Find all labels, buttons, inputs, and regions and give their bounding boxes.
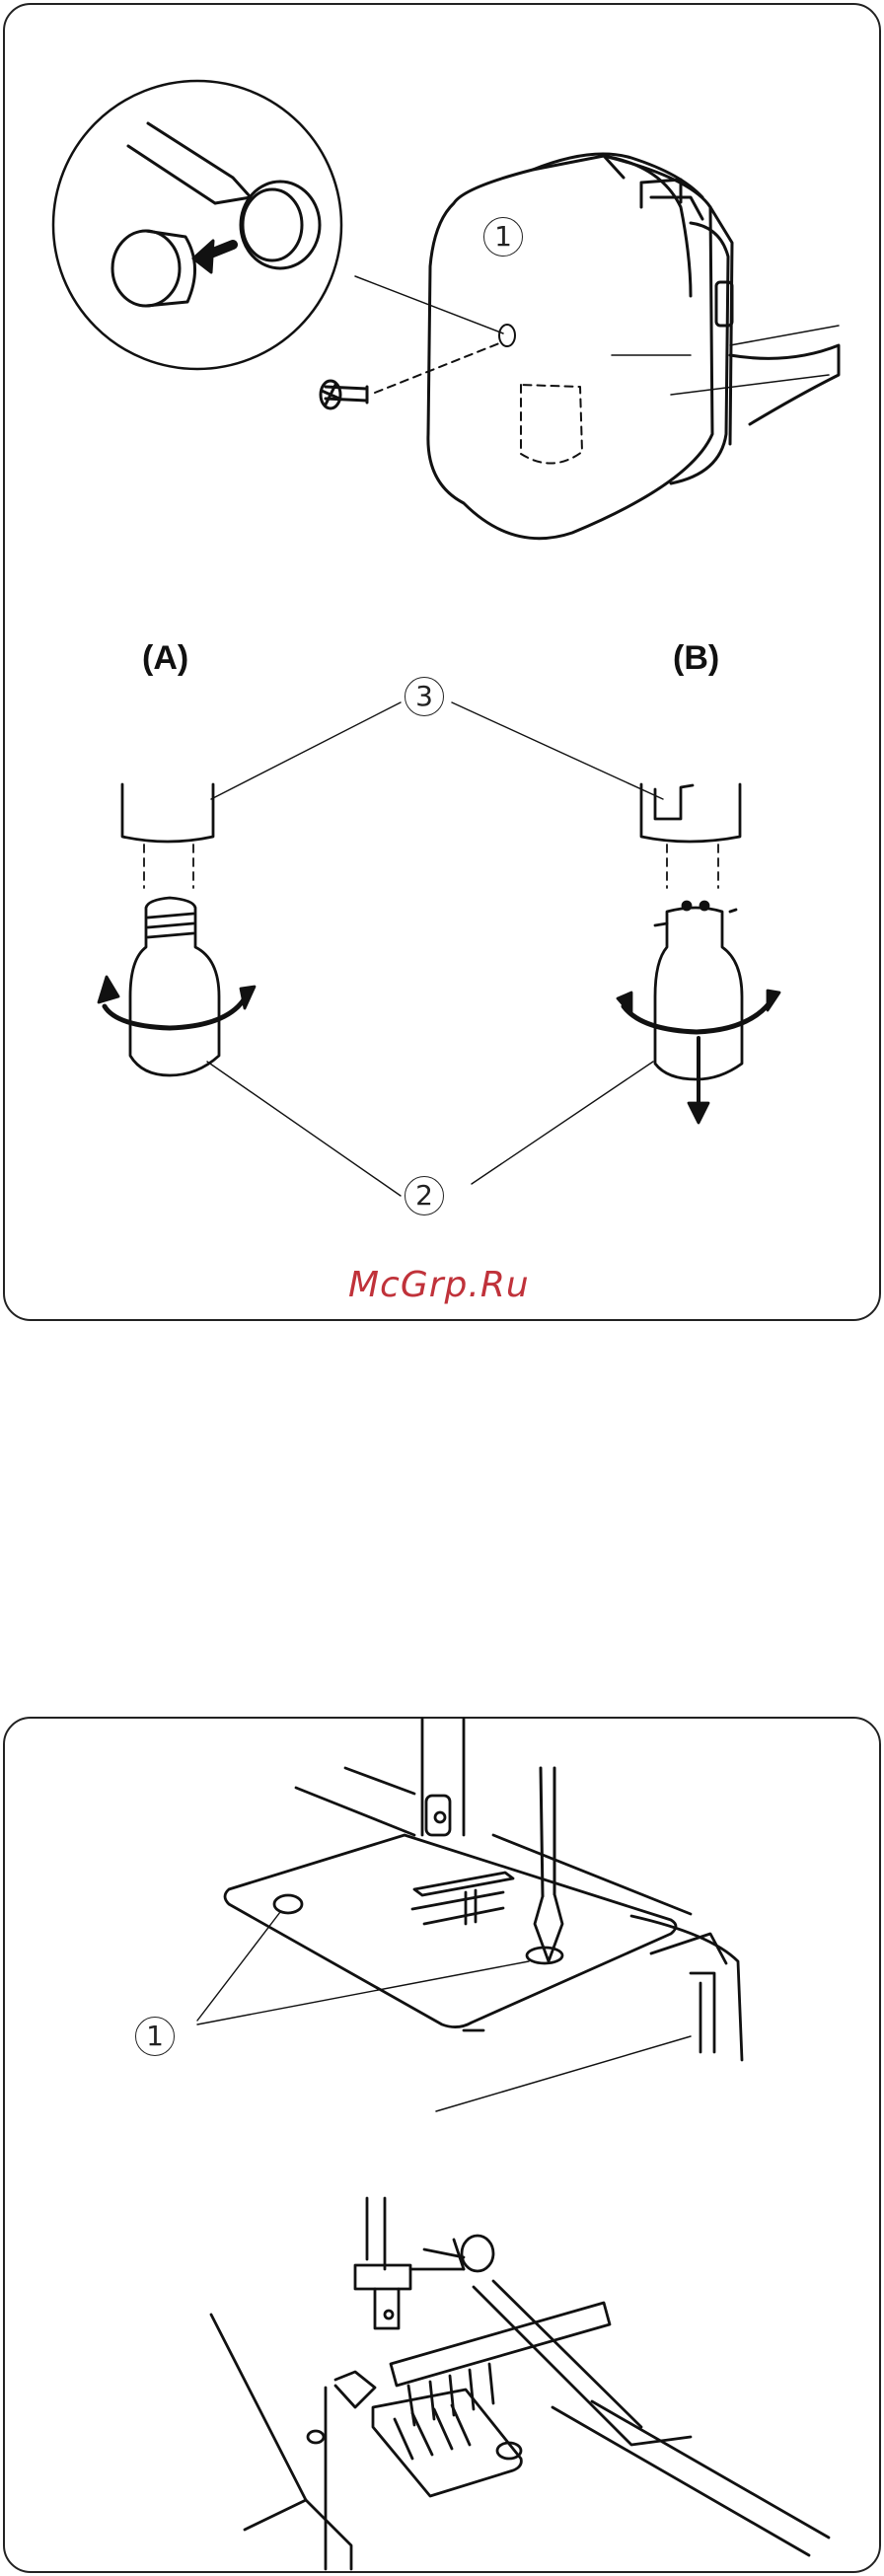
needle-plate <box>225 1835 676 2027</box>
callout-1-bottom: 1 <box>135 2017 175 2056</box>
